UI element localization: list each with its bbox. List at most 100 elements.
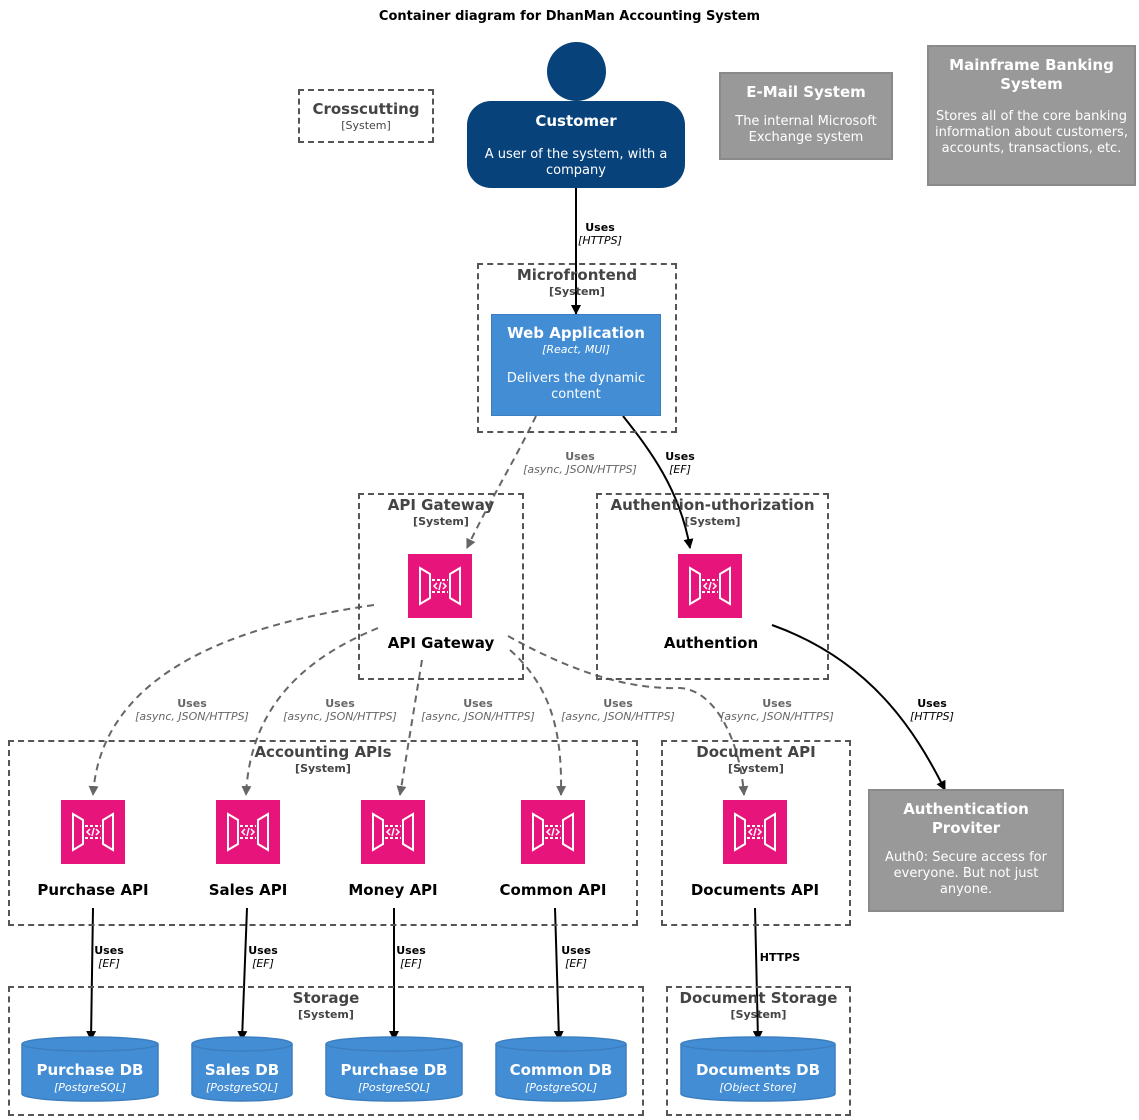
gw-money-arrow: [396, 659, 423, 796]
web-application-name: Web Application: [507, 324, 645, 342]
relation-tech: [EF]: [98, 957, 120, 970]
web-auth-arrow: [622, 415, 694, 549]
document-storage-boundary-title: Document Storage: [679, 989, 838, 1007]
web-application-description: Delivers the dynamic content: [506, 371, 646, 402]
customer-name: Customer: [535, 112, 617, 130]
gw-sales-arrow: [241, 627, 379, 796]
purchase-db-2-name: Purchase DB: [340, 1061, 448, 1079]
relation-label: Uses: [396, 944, 426, 957]
customer-description: A user of the system, with a company: [484, 147, 668, 178]
auth-provider-arrow: [771, 624, 946, 791]
api-gateway-boundary-title: API Gateway: [387, 496, 495, 514]
authention-label: Authention: [663, 634, 759, 652]
relation-tech: [EF]: [565, 957, 587, 970]
auth-provider-name: Authentication Proviter: [903, 800, 1029, 837]
crosscutting-title: Crosscutting: [312, 100, 420, 118]
relation-tech: [async, JSON/HTTPS]: [283, 710, 397, 723]
relation-label: HTTPS: [759, 951, 801, 964]
storage-boundary-type: [System]: [298, 1008, 354, 1021]
relation-tech: [HTTPS]: [910, 710, 954, 723]
microfrontend-title: Microfrontend: [516, 266, 638, 284]
accounting-boundary: Accounting APIs [System]: [8, 740, 638, 926]
common-db-tech: [PostgreSQL]: [524, 1081, 598, 1094]
purchase-db-2-tech: [PostgreSQL]: [357, 1081, 431, 1094]
web-application-tech: [React, MUI]: [542, 343, 610, 356]
accounting-boundary-title: Accounting APIs: [254, 743, 392, 761]
api-gateway-boundary-type: [System]: [413, 515, 469, 528]
purchase-db-arrow: [86, 907, 97, 1041]
document-storage-boundary: Document Storage [System]: [666, 986, 851, 1116]
relation-label: Uses: [325, 697, 355, 710]
documents-db-tech: [Object Store]: [719, 1081, 797, 1094]
document-storage-boundary-type: [System]: [730, 1008, 787, 1021]
purchase-db-1-name: Purchase DB: [36, 1061, 144, 1079]
authorization-boundary: Authention-uthorization [System]: [596, 493, 829, 680]
auth-provider-relation-label: Uses [HTTPS]: [897, 697, 967, 723]
authorization-boundary-title: Authention-uthorization: [610, 496, 815, 514]
gw-common-relation-label: Uses [async, JSON/HTTPS]: [548, 697, 688, 723]
authorization-boundary-type: [System]: [684, 515, 741, 528]
sales-db-tech: [PostgreSQL]: [205, 1081, 279, 1094]
authention-icon: [678, 554, 742, 618]
documents-db-cylinder: [680, 1036, 836, 1102]
web-auth-relation-label: Uses [EF]: [655, 450, 705, 476]
email-system-name: E-Mail System: [746, 83, 866, 101]
diagram-title: Container diagram for DhanMan Accounting…: [378, 9, 761, 24]
gw-purchase-arrow: [88, 604, 375, 796]
purchase-db-2-cylinder: [325, 1036, 463, 1102]
customer-person-icon: [547, 42, 606, 101]
relation-label: Uses: [917, 697, 947, 710]
mainframe-system-name: Mainframe Banking System: [949, 56, 1114, 93]
relation-tech: [async, JSON/HTTPS]: [135, 710, 249, 723]
document-api-boundary: Document API [System]: [661, 740, 851, 926]
common-db-name: Common DB: [509, 1061, 613, 1079]
gw-documents-relation-label: Uses [async, JSON/HTTPS]: [707, 697, 847, 723]
crosscutting-type: [System]: [341, 119, 391, 132]
document-api-boundary-type: [System]: [728, 762, 784, 775]
api-gateway-icon: [408, 554, 472, 618]
relation-tech: [HTTPS]: [578, 234, 622, 247]
storage-boundary: Storage [System]: [8, 986, 644, 1116]
crosscutting-boundary: Crosscutting [System]: [298, 89, 434, 143]
money-api-label: Money API: [348, 881, 438, 899]
sales-api-label: Sales API: [208, 881, 288, 899]
relation-tech: [async, JSON/HTTPS]: [720, 710, 834, 723]
email-system: E-Mail System The internal Microsoft Exc…: [719, 72, 893, 160]
purchase-db-relation-label: Uses [EF]: [84, 944, 134, 970]
mainframe-system-description: Stores all of the core banking informati…: [935, 109, 1128, 156]
relation-label: Uses: [603, 697, 633, 710]
sales-db-arrow: [237, 907, 248, 1041]
purchase-api-label: Purchase API: [37, 881, 149, 899]
accounting-boundary-type: [System]: [295, 762, 351, 775]
sales-db-relation-label: Uses [EF]: [238, 944, 288, 970]
purchase-db-1-tech: [PostgreSQL]: [53, 1081, 127, 1094]
email-system-description: The internal Microsoft Exchange system: [735, 114, 877, 145]
common-api-label: Common API: [499, 881, 607, 899]
relation-tech: [async, JSON/HTTPS]: [421, 710, 535, 723]
gw-money-relation-label: Uses [async, JSON/HTTPS]: [408, 697, 548, 723]
customer-person: Customer A user of the system, with a co…: [467, 101, 685, 188]
documents-api-label: Documents API: [690, 881, 820, 899]
relation-label: Uses: [248, 944, 278, 957]
documents-db-relation-label: HTTPS: [750, 951, 810, 964]
common-api-icon: [521, 800, 585, 864]
relation-label: Uses: [665, 450, 695, 463]
relation-label: Uses: [585, 221, 615, 234]
customer-web-relation-label: Uses [HTTPS]: [565, 221, 635, 247]
common-db-arrow: [553, 907, 564, 1041]
relation-label: Uses: [94, 944, 124, 957]
storage-boundary-title: Storage: [292, 989, 360, 1007]
relation-tech: [async, JSON/HTTPS]: [523, 463, 637, 476]
documents-db-arrow: [752, 907, 763, 1041]
sales-db-name: Sales DB: [204, 1061, 280, 1079]
relation-label: Uses: [463, 697, 493, 710]
web-application: Web Application [React, MUI] Delivers th…: [491, 314, 661, 416]
relation-label: Uses: [177, 697, 207, 710]
relation-tech: [EF]: [400, 957, 422, 970]
money-api-icon: [361, 800, 425, 864]
purchase-api-icon: [61, 800, 125, 864]
relation-tech: [EF]: [252, 957, 274, 970]
web-gateway-relation-label: Uses [async, JSON/HTTPS]: [510, 450, 650, 476]
microfrontend-boundary: Microfrontend [System]: [477, 263, 677, 433]
